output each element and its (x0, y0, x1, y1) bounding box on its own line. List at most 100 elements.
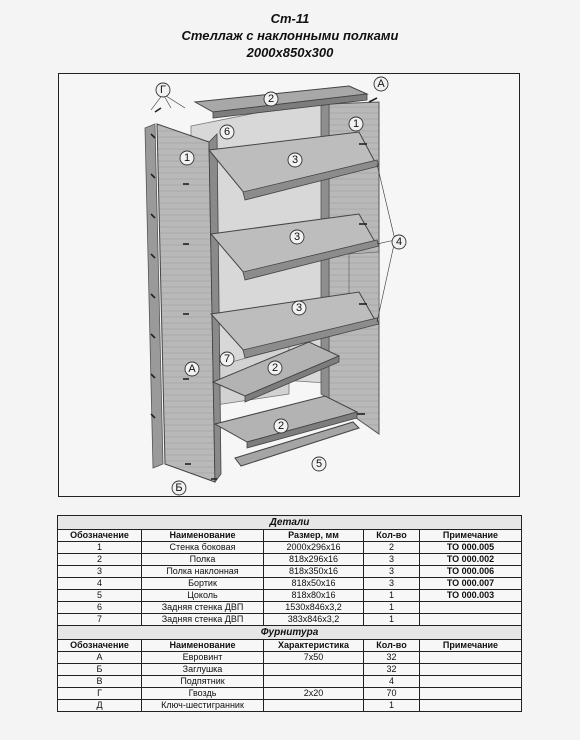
hardware-header-row: Обозначение Наименование Характеристика … (57, 639, 522, 652)
table-cell: 7 (57, 613, 142, 626)
table-cell: 1 (363, 699, 420, 712)
column-header: Обозначение (57, 529, 142, 542)
table-cell: 818х296х16 (263, 553, 364, 566)
table-cell (263, 675, 364, 688)
table-cell: 6 (57, 601, 142, 614)
table-cell: Ключ-шестигранник (141, 699, 264, 712)
table-cell: 1 (57, 541, 142, 554)
table-cell: А (57, 651, 142, 664)
table-cell: Полка (141, 553, 264, 566)
specification-table: Детали Обозначение Наименование Размер, … (57, 515, 522, 712)
table-cell: 1530х846х3,2 (263, 601, 364, 614)
exploded-view-svg: 2 6 1 1 3 3 3 4 7 2 2 5 А А Б Г (144, 76, 407, 496)
table-cell (263, 663, 364, 676)
table-cell: Бортик (141, 577, 264, 590)
callout-5: 5 (316, 458, 322, 470)
table-cell: Стенка боковая (141, 541, 264, 554)
product-name: Стеллаж с наклонными полками (181, 28, 399, 43)
table-cell: Гвоздь (141, 687, 264, 700)
table-cell: 32 (363, 663, 420, 676)
column-header: Наименование (141, 529, 264, 542)
callout-1-right: 1 (353, 118, 359, 130)
callout-b: Б (175, 482, 182, 494)
table-cell: 5 (57, 589, 142, 602)
callout-3-middle: 3 (294, 231, 300, 243)
table-cell: 3 (363, 553, 420, 566)
table-cell: ТО 000.007 (419, 577, 522, 590)
table-cell: 383х846х3,2 (263, 613, 364, 626)
table-cell (419, 687, 522, 700)
callout-2-bottom: 2 (278, 420, 284, 432)
table-cell (419, 613, 522, 626)
model-code: Ст-11 (270, 11, 310, 26)
column-header: Обозначение (57, 639, 142, 652)
callout-7: 7 (224, 353, 230, 365)
table-cell: ТО 000.002 (419, 553, 522, 566)
table-cell: Полка наклонная (141, 565, 264, 578)
table-cell (419, 601, 522, 614)
column-header: Кол-во (363, 639, 420, 652)
table-cell: Евровинт (141, 651, 264, 664)
details-header-row: Обозначение Наименование Размер, мм Кол-… (57, 529, 522, 542)
column-header: Кол-во (363, 529, 420, 542)
table-cell: 1 (363, 601, 420, 614)
table-cell: 1 (363, 613, 420, 626)
table-cell: В (57, 675, 142, 688)
title-block: Ст-11 Стеллаж с наклонными полками 2000х… (0, 10, 580, 61)
table-cell: Д (57, 699, 142, 712)
table-cell: 3 (57, 565, 142, 578)
callout-g: Г (160, 84, 166, 96)
table-cell: 32 (363, 651, 420, 664)
table-cell: Задняя стенка ДВП (141, 613, 264, 626)
table-cell: Г (57, 687, 142, 700)
edge-strip-1 (242, 159, 380, 201)
callout-3-lower: 3 (296, 302, 302, 314)
callout-6: 6 (224, 126, 230, 138)
details-section-title: Детали (57, 515, 522, 530)
column-header: Размер, мм (263, 529, 364, 542)
plinth (234, 421, 360, 467)
table-cell: Подпятник (141, 675, 264, 688)
table-cell: ТО 000.006 (419, 565, 522, 578)
table-cell: 2 (57, 553, 142, 566)
table-cell (419, 699, 522, 712)
table-cell: 7х50 (263, 651, 364, 664)
edge-strip-3 (242, 317, 380, 359)
hardware-section-row: Фурнитура (57, 625, 522, 640)
callout-3-upper: 3 (292, 154, 298, 166)
table-cell: 1 (363, 589, 420, 602)
table-cell: ТО 000.005 (419, 541, 522, 554)
table-cell (419, 675, 522, 688)
edge-strip-2 (242, 239, 380, 281)
table-cell: Б (57, 663, 142, 676)
column-header: Примечание (419, 639, 522, 652)
table-cell: 4 (57, 577, 142, 590)
table-cell: 3 (363, 565, 420, 578)
column-header: Характеристика (263, 639, 364, 652)
hardware-section-title: Фурнитура (57, 625, 522, 640)
callout-a-left: А (188, 363, 196, 375)
table-cell: 818х350х16 (263, 565, 364, 578)
column-header: Наименование (141, 639, 264, 652)
table-cell: 2х20 (263, 687, 364, 700)
table-cell: Цоколь (141, 589, 264, 602)
table-cell (419, 663, 522, 676)
fastener-marks (150, 97, 378, 480)
callout-4: 4 (396, 236, 402, 248)
column-header: Примечание (419, 529, 522, 542)
callout-2-lower: 2 (272, 362, 278, 374)
exploded-drawing: 2 6 1 1 3 3 3 4 7 2 2 5 А А Б Г (58, 73, 520, 497)
table-cell: 818х80х16 (263, 589, 364, 602)
